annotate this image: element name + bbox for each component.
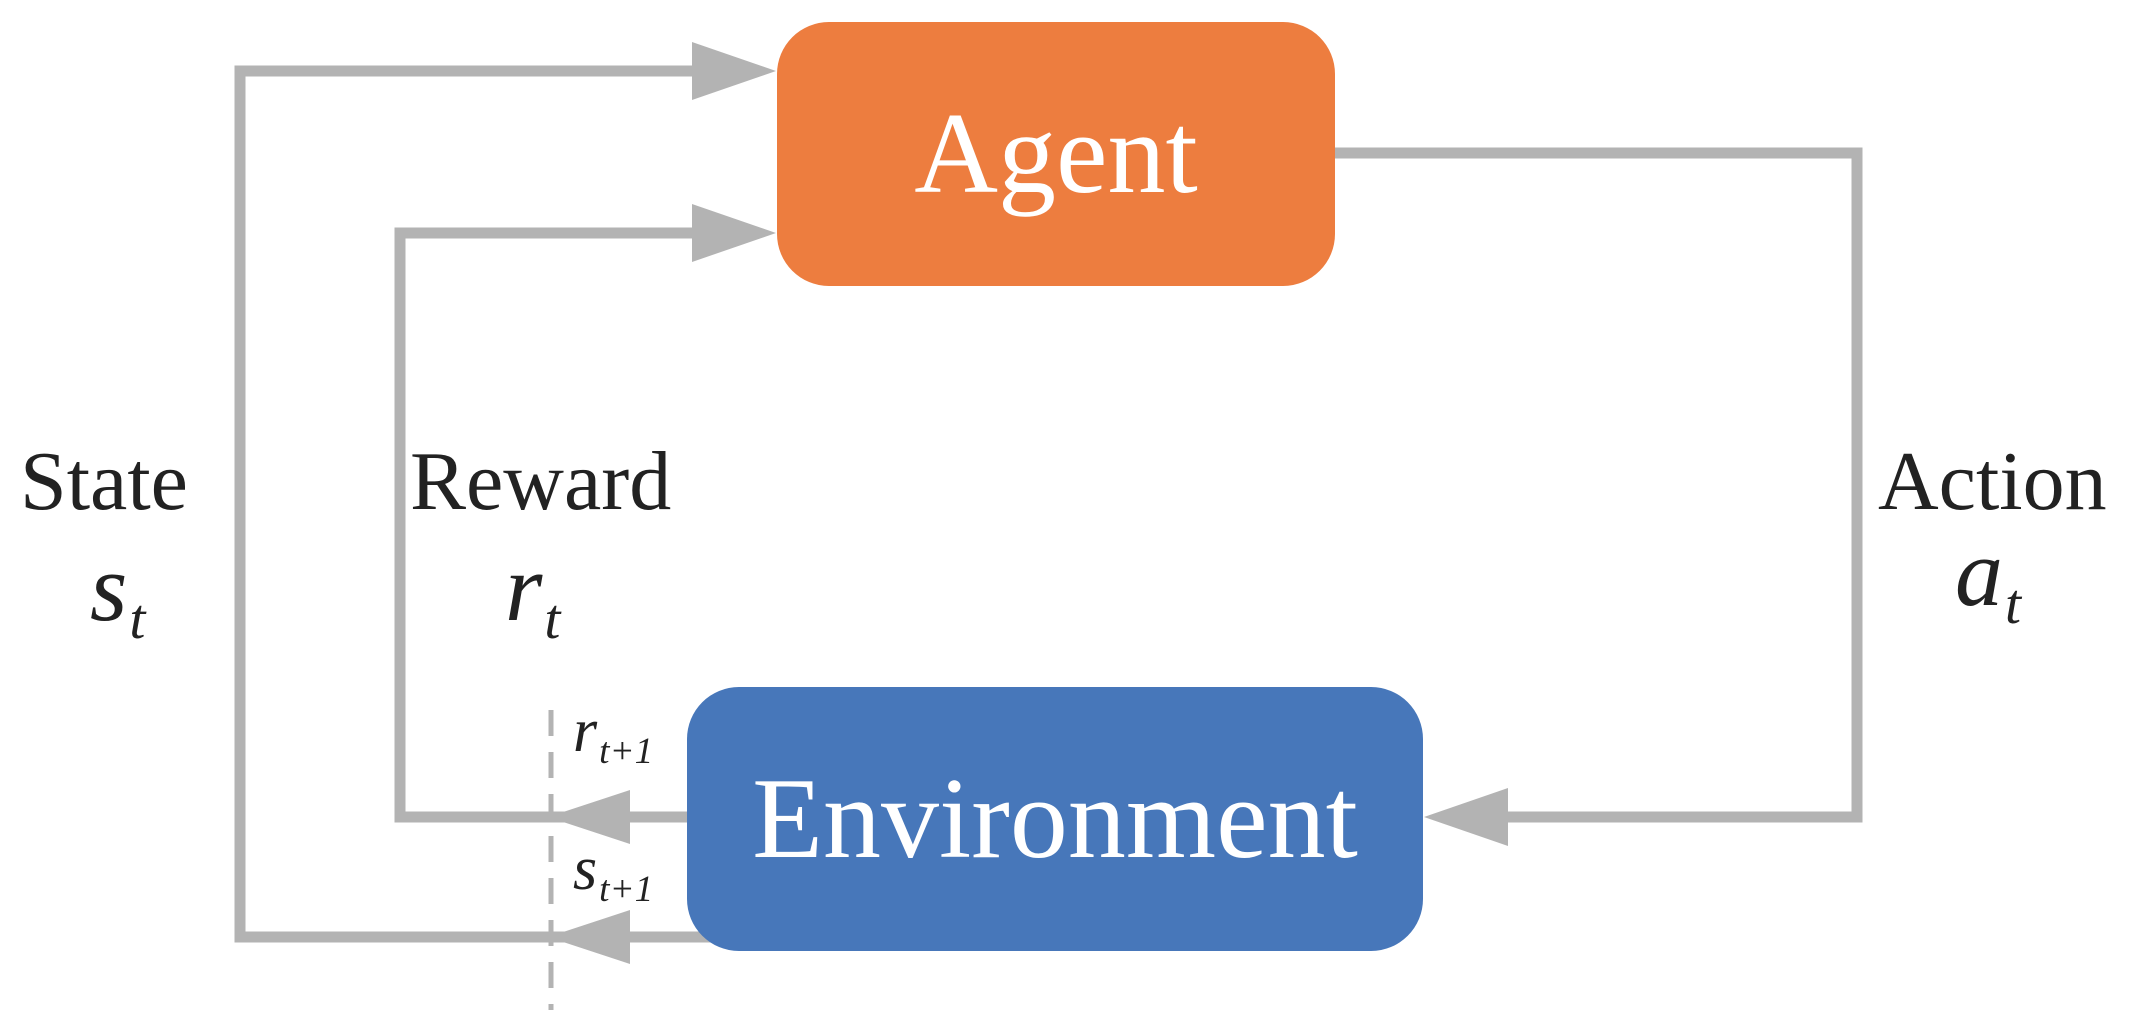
state-symbol: st <box>90 534 146 652</box>
action-label: Action <box>1878 435 2107 528</box>
state-arrow-line <box>234 65 712 943</box>
environment-box: Environment <box>687 687 1423 951</box>
next-reward-symbol: rt+1 <box>573 697 654 772</box>
next-state-symbol: st+1 <box>573 835 654 910</box>
action-arrow-line <box>1335 147 1863 823</box>
agent-label: Agent <box>914 89 1198 218</box>
next-reward-arrowhead <box>548 790 630 844</box>
action-symbol: at <box>1955 519 2022 637</box>
agent-box: Agent <box>777 22 1335 286</box>
reward-label: Reward <box>410 435 672 528</box>
action-arrowhead <box>1424 788 1508 846</box>
environment-label: Environment <box>752 754 1358 883</box>
state-label: State <box>20 435 188 528</box>
state-arrowhead <box>692 42 776 100</box>
reward-symbol: rt <box>505 534 561 652</box>
reward-arrowhead <box>692 204 776 262</box>
next-state-arrowhead <box>548 910 630 964</box>
reward-arrow-line <box>394 227 712 823</box>
